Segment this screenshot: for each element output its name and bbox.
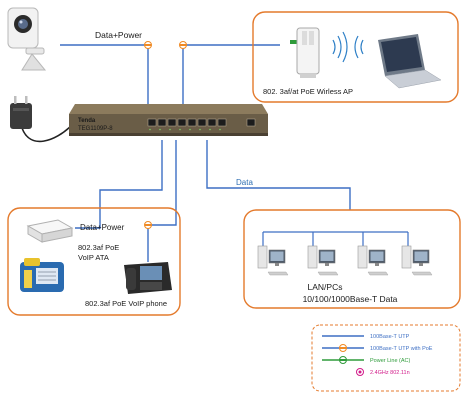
phone-label: 802.3af PoE VoIP phone [85,299,167,308]
cable-ata [75,140,163,229]
cable-lan [206,140,351,210]
legend-item: 2.4GHz 802.11n [356,368,410,376]
switch-ports [147,118,256,127]
wireless-signal-icon [332,31,364,63]
desktop-pc-icon [257,245,289,276]
power-line-ac [21,124,73,143]
desktop-pc-icon [401,245,433,276]
voip-phone-icon [124,262,172,294]
power-adapter-icon [10,96,32,129]
lan-bus [262,231,409,248]
lan-label-line1: LAN/PCs [308,282,343,292]
desktop-pc-icon [307,245,339,276]
legend-label: Power Line (AC) [370,358,411,364]
data-label-mid: Data [236,178,253,187]
lan-label-line2: 10/100/1000Base-T Data [303,294,398,304]
legend-item: 100Base-T UTP [322,334,410,340]
legend-box [311,324,461,392]
ip-camera-icon [7,7,47,71]
laptop-icon [378,34,442,89]
ata-label-line2: VoIP ATA [78,253,109,262]
lan-group-box [243,209,461,309]
legend-label: 100Base-T UTP with PoE [370,346,433,352]
legend-item: 100Base-T UTP with PoE [322,344,433,352]
legend: 100Base-T UTP 100Base-T UTP with PoE Power… [322,334,433,376]
voip-ata-icon [26,219,74,243]
switch-model: TEG1109P-8 [78,126,113,132]
desktop-pc-icon [357,245,389,276]
ap-label: 802. 3af/at PoE Wirless AP [263,87,353,96]
legend-item: Power Line (AC) [322,356,411,364]
ata-label-line1: 802.3af PoE [78,243,119,252]
poe-switch-icon: Tenda TEG1109P-8 [69,104,268,136]
data-power-label-top: Data+Power [95,30,142,40]
legend-label: 100Base-T UTP [370,334,410,340]
access-point-icon [290,27,320,78]
cables [60,44,351,262]
cable-phone [147,140,177,262]
data-power-label-left: Data+Power [80,223,125,232]
ap-group-box [252,11,459,103]
voip-group-box [7,207,181,316]
switch-brand: Tenda [78,118,96,124]
fax-phone-icon [20,258,64,292]
legend-label: 2.4GHz 802.11n [370,370,410,376]
